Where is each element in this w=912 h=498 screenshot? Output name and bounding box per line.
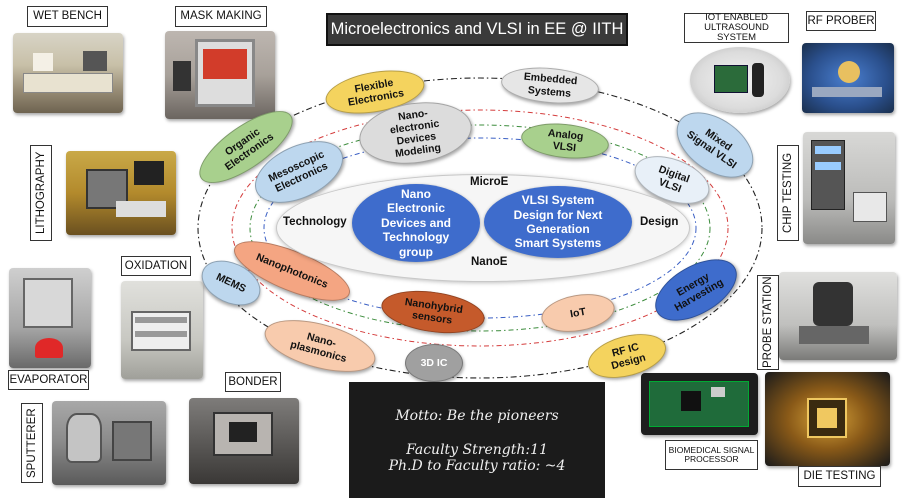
page-title: Microelectronics and VLSI in EE @ IITH [326, 13, 628, 46]
label-design: Design [640, 216, 679, 228]
motto-box: Motto: Be the pioneers Faculty Strength:… [349, 382, 605, 498]
lithography-photo [66, 151, 176, 235]
phd-faculty-ratio: Ph.D to Faculty ratio: ~4 [388, 458, 566, 474]
label-microe: MicroE [470, 176, 509, 188]
die-testing-photo [765, 372, 890, 466]
label-mask-making: MASK MAKING [175, 6, 267, 27]
evaporator-photo [9, 268, 91, 368]
red-orbit [231, 109, 729, 347]
probe-station-photo [779, 272, 897, 360]
mask-making-photo [165, 31, 275, 119]
label-evaporator: EVAPORATOR [8, 370, 89, 390]
label-bonder: BONDER [225, 372, 281, 392]
iot-ultrasound-photo [690, 47, 790, 113]
rf-prober-photo [802, 43, 894, 113]
group-vlsi-system-design: VLSI System Design for Next Generation S… [484, 186, 632, 258]
label-chip-testing: CHIP TESTING [777, 145, 799, 241]
label-sputterer: SPUTTERER [21, 403, 43, 483]
label-lithography: LITHOGRAPHY [30, 145, 52, 241]
label-technology: Technology [283, 216, 347, 228]
label-nanoe: NanoE [471, 256, 508, 268]
label-rf-prober: RF PROBER [806, 11, 876, 31]
green-orbit [249, 124, 711, 332]
bonder-photo [189, 398, 299, 484]
label-iot-ultrasound: IOT ENABLED ULTRASOUND SYSTEM [684, 13, 789, 43]
biomedical-board-photo [641, 373, 758, 435]
faculty-strength: Faculty Strength:11 [406, 442, 548, 458]
bubble-3d-ic: 3D IC [405, 344, 463, 382]
sputterer-photo [52, 401, 166, 485]
outer-orbit [197, 77, 763, 379]
label-wet-bench: WET BENCH [27, 6, 108, 27]
group-nano-electronic-devices: Nano Electronic Devices and Technology g… [352, 184, 480, 262]
chip-testing-photo [803, 132, 895, 244]
label-biomedical: BIOMEDICAL SIGNAL PROCESSOR [665, 440, 758, 470]
label-probe-station: PROBE STATION [757, 275, 779, 370]
motto-line: Motto: Be the pioneers [395, 408, 559, 424]
oxidation-photo [121, 281, 203, 379]
label-die-testing: DIE TESTING [798, 466, 881, 487]
label-oxidation: OXIDATION [121, 256, 191, 276]
wet-bench-photo [13, 33, 123, 113]
